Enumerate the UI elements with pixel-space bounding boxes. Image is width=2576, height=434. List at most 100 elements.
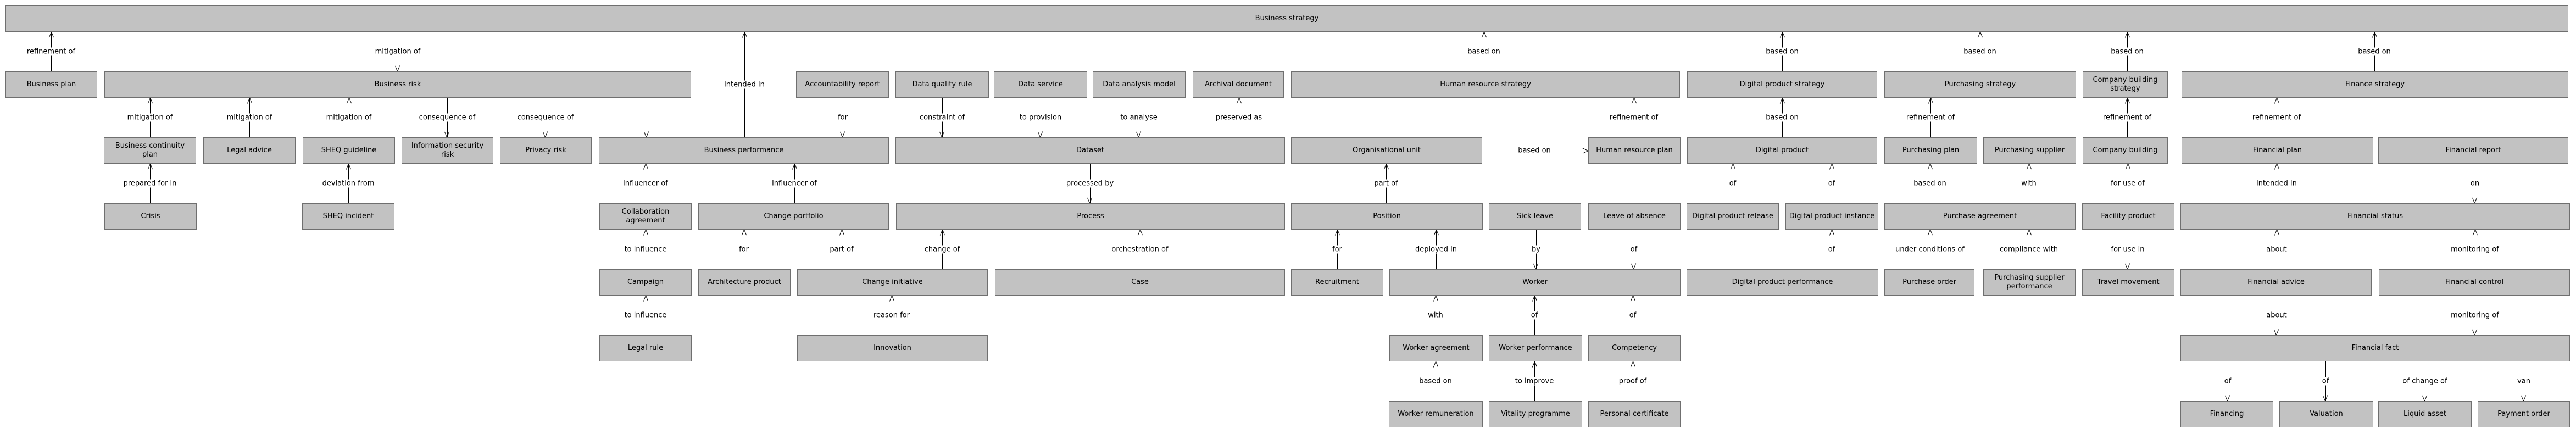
edge-label: influencer of [621, 179, 670, 188]
node-information-security-risk: Information security risk [402, 137, 493, 164]
node-recruitment: Recruitment [1291, 269, 1383, 296]
node-campaign: Campaign [599, 269, 692, 296]
edge-label: by [1530, 245, 1542, 254]
edge-label: to influence [622, 311, 669, 320]
edge-label: proof of [1617, 377, 1649, 386]
edge-label: monitoring of [2449, 311, 2501, 320]
node-position: Position [1291, 203, 1483, 230]
edge-label: van [2516, 377, 2532, 386]
edge-label: with [1426, 311, 1445, 320]
node-business-strategy: Business strategy [5, 5, 2568, 32]
node-competency: Competency [1588, 335, 1681, 361]
edge-label: of [1727, 179, 1738, 188]
edge-label: consequence of [515, 113, 576, 122]
edge-label: prepared for in [121, 179, 179, 188]
node-accountability-report: Accountability report [796, 71, 889, 98]
node-business-performance: Business performance [599, 137, 889, 164]
node-valuation: Valuation [2279, 401, 2373, 427]
node-data-quality-rule: Data quality rule [895, 71, 989, 98]
edge-label: mitigation of [324, 113, 374, 122]
node-purchasing-supplier-performance: Purchasing supplier performance [1983, 269, 2076, 296]
node-worker-agreement: Worker agreement [1389, 335, 1483, 361]
edge-label: monitoring of [2449, 245, 2501, 254]
edge-label: orchestration of [1110, 245, 1170, 254]
edge-label: mitigation of [225, 113, 274, 122]
node-worker-performance: Worker performance [1489, 335, 1582, 361]
edge-label: deployed in [1414, 245, 1459, 254]
edge-label: intended in [2255, 179, 2299, 188]
node-architecture-product: Architecture product [698, 269, 791, 296]
node-digital-product-release: Digital product release [1687, 203, 1779, 230]
node-data-analysis-model: Data analysis model [1093, 71, 1186, 98]
edge-label: based on [1912, 179, 1948, 188]
edge-label: for [836, 113, 849, 122]
edge-label: to provision [1017, 113, 1064, 122]
edge-label: to influence [622, 245, 669, 254]
edge-label: refinement of [2101, 113, 2154, 122]
node-data-service: Data service [994, 71, 1087, 98]
node-process: Process [896, 203, 1285, 230]
edge-label: mitigation of [373, 47, 422, 56]
edge-label: intended in [722, 80, 766, 89]
node-travel-movement: Travel movement [2082, 269, 2174, 296]
edge-label: influencer of [770, 179, 819, 188]
edge-label: constraint of [917, 113, 967, 122]
edge-label: for [737, 245, 750, 254]
node-business-risk: Business risk [104, 71, 691, 98]
node-business-continuity-plan: Business continuity plan [104, 137, 196, 164]
edge-label: of [1826, 179, 1837, 188]
node-legal-rule: Legal rule [599, 335, 692, 361]
node-human-resource-strategy: Human resource strategy [1291, 71, 1680, 98]
edge-label: for [1331, 245, 1344, 254]
edge-label: compliance with [1998, 245, 2060, 254]
node-sick-leave: Sick leave [1489, 203, 1581, 230]
node-human-resource-plan: Human resource plan [1588, 137, 1681, 164]
node-dataset: Dataset [895, 137, 1285, 164]
node-payment-order: Payment order [2478, 401, 2570, 427]
node-financial-advice: Financial advice [2180, 269, 2372, 296]
node-financial-report: Financial report [2378, 137, 2568, 164]
node-worker: Worker [1389, 269, 1681, 296]
node-legal-advice: Legal advice [203, 137, 296, 164]
node-purchasing-plan: Purchasing plan [1884, 137, 1977, 164]
edge-label: on [2468, 179, 2482, 188]
edge-label: under conditions of [1894, 245, 1966, 254]
node-purchasing-supplier: Purchasing supplier [1983, 137, 2076, 164]
node-liquid-asset: Liquid asset [2378, 401, 2472, 427]
edge-label: mitigation of [125, 113, 175, 122]
edge-label: refinement of [2250, 113, 2303, 122]
edge-label: based on [1466, 47, 1502, 56]
node-sheq-incident: SHEQ incident [302, 203, 394, 230]
edge-label: for use of [2109, 179, 2146, 188]
edge-label: of [1627, 311, 1638, 320]
node-digital-product-strategy: Digital product strategy [1687, 71, 1877, 98]
node-archival-document: Archival document [1193, 71, 1284, 98]
edge-label: based on [2109, 47, 2145, 56]
edge-label: based on [1516, 146, 1553, 155]
edge-label: of [2222, 377, 2233, 386]
node-purchase-agreement: Purchase agreement [1884, 203, 2076, 230]
edge-label: preserved as [1214, 113, 1264, 122]
node-digital-product-performance: Digital product performance [1687, 269, 1878, 296]
edge-label: based on [1764, 47, 1800, 56]
edge-label: processed by [1064, 179, 1116, 188]
node-purchasing-strategy: Purchasing strategy [1884, 71, 2076, 98]
edge-label: for use in [2109, 245, 2146, 254]
edge-label: based on [1764, 113, 1800, 122]
node-personal-certificate: Personal certificate [1588, 401, 1681, 427]
node-crisis: Crisis [104, 203, 197, 230]
node-company-building-strategy: Company building strategy [2083, 71, 2168, 98]
node-collaboration-agreement: Collaboration agreement [599, 203, 692, 230]
node-vitality-programme: Vitality programme [1489, 401, 1582, 427]
node-financing: Financing [2180, 401, 2273, 427]
edge-label: with [2019, 179, 2038, 188]
edge-label: refinement of [1607, 113, 1660, 122]
node-financial-plan: Financial plan [2182, 137, 2373, 164]
node-financial-status: Financial status [2180, 203, 2570, 230]
edge-label: part of [828, 245, 855, 254]
edge-label: consequence of [417, 113, 477, 122]
edge-label: of [1826, 245, 1837, 254]
node-case: Case [995, 269, 1285, 296]
edge-label: part of [1372, 179, 1400, 188]
